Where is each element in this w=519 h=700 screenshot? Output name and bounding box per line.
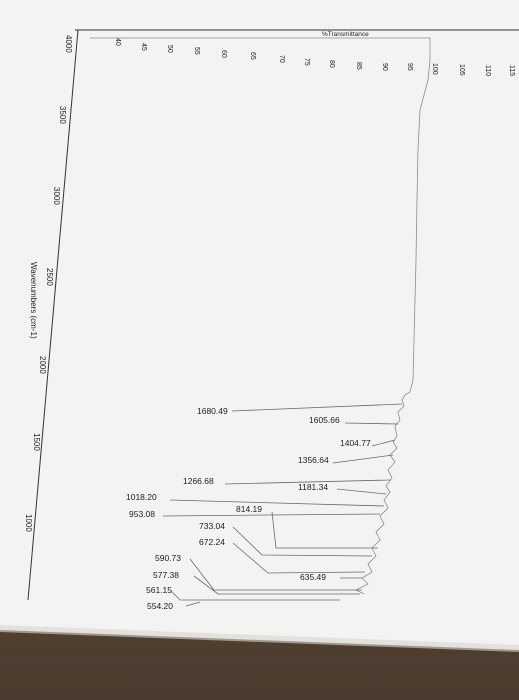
x-tick-labels: 4000 3500 3000 2500 2000 1500 1000 (24, 35, 73, 532)
peak-label: 672.24 (199, 537, 225, 547)
peak-leader-lines (162, 403, 403, 607)
y-tick-label: 105 (458, 64, 465, 76)
peak-label: 577.38 (153, 570, 179, 580)
y-tick-label: 45 (140, 43, 147, 51)
peak-label: 953.08 (129, 509, 155, 519)
y-tick-labels: 40 45 50 55 60 65 70 75 80 85 90 95 100 105 110 115 (114, 38, 515, 76)
peak-label: 1266.68 (183, 476, 214, 486)
peak-label: 1404.77 (340, 438, 371, 448)
y-tick-label: 55 (193, 47, 200, 55)
y-axis-title: %Transmittance (322, 31, 369, 38)
peak-label: 733.04 (199, 521, 225, 531)
x-tick-label: 3000 (52, 187, 61, 205)
peak-label: 1181.34 (298, 482, 328, 492)
x-tick-label: 4000 (64, 35, 73, 53)
y-tick-label: 65 (249, 52, 256, 60)
peak-label: 554.20 (147, 601, 173, 611)
x-tick-label: 1000 (24, 514, 33, 532)
peak-label: 1356.64 (298, 455, 329, 465)
paper-sheet (0, 0, 519, 650)
x-tick-label: 2500 (45, 268, 54, 286)
spectrum-trace (90, 37, 431, 595)
y-tick-label: 110 (484, 65, 491, 76)
y-tick-label: 115 (508, 65, 515, 76)
peak-label: 635.49 (300, 572, 326, 582)
left-axis-line (27, 29, 79, 601)
peak-label: 590.73 (155, 553, 181, 563)
y-tick-label: 95 (406, 63, 413, 71)
x-tick-label: 3500 (58, 106, 67, 124)
peak-labels: 1680.49 1605.66 1404.77 1356.64 1266.68 1181.… (126, 406, 371, 611)
paper-shadow (0, 625, 519, 652)
y-tick-label: 75 (303, 58, 310, 66)
peak-label: 1680.49 (197, 406, 228, 416)
y-tick-label: 100 (431, 63, 438, 75)
y-tick-label: 85 (355, 62, 362, 70)
y-tick-label: 90 (381, 63, 388, 71)
peak-label: 1018.20 (126, 492, 157, 502)
x-axis-title: Wavenumbers (cm-1) (29, 262, 38, 339)
peak-label: 814.19 (236, 504, 262, 514)
y-tick-label: 60 (220, 50, 227, 58)
peak-label: 1605.66 (309, 415, 340, 425)
y-tick-label: 70 (278, 55, 285, 63)
y-tick-label: 50 (166, 45, 173, 53)
y-tick-label: 40 (114, 38, 121, 46)
x-tick-label: 1500 (32, 433, 41, 451)
peak-label: 561.15 (146, 585, 172, 595)
y-tick-label: 80 (328, 60, 335, 68)
x-tick-label: 2000 (38, 356, 47, 374)
